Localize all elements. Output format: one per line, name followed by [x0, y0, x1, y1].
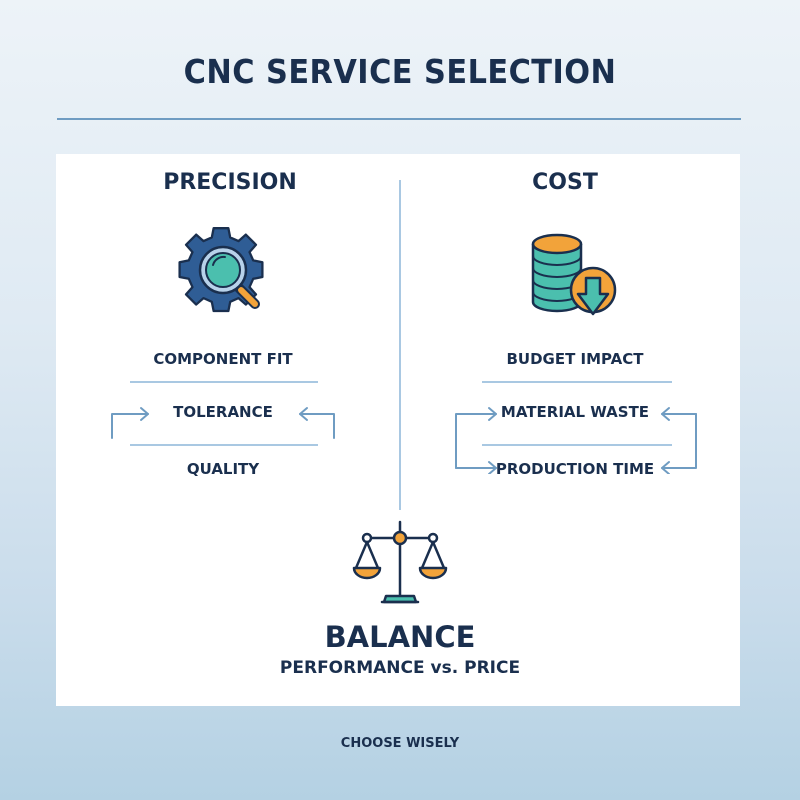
cost-item-budget-impact: BUDGET IMPACT	[506, 350, 644, 368]
coin-stack-down-arrow-icon	[531, 233, 617, 316]
precision-item-quality: QUALITY	[186, 460, 260, 478]
cost-item-production-time: PRODUCTION TIME	[495, 460, 655, 478]
arrow-right-icon	[111, 413, 149, 439]
balance-scale-icon	[352, 520, 448, 604]
precision-heading: PRECISION	[163, 170, 297, 195]
footer-tagline: CHOOSE WISELY	[340, 736, 460, 751]
cost-cycle-arrows	[455, 407, 697, 474]
column-divider	[399, 180, 401, 510]
precision-item-component-fit: COMPONENT FIT	[153, 350, 293, 368]
precision-cycle-arrows	[111, 407, 335, 439]
page-title: CNC SERVICE SELECTION	[183, 52, 617, 91]
cost-item-material-waste: MATERIAL WASTE	[500, 403, 650, 421]
title-divider	[57, 118, 741, 120]
cost-rule-1	[482, 381, 672, 383]
gear-magnifier-icon	[178, 227, 264, 313]
precision-rule-2	[130, 444, 318, 446]
comparison-panel	[56, 154, 740, 706]
cost-rule-2	[482, 444, 672, 446]
arrow-left-icon	[299, 413, 335, 439]
precision-item-tolerance: TOLERANCE	[173, 403, 273, 421]
balance-subtitle: PERFORMANCE vs. PRICE	[279, 658, 521, 678]
precision-rule-1	[130, 381, 318, 383]
balance-heading: BALANCE	[324, 620, 476, 654]
cost-heading: COST	[532, 170, 598, 195]
